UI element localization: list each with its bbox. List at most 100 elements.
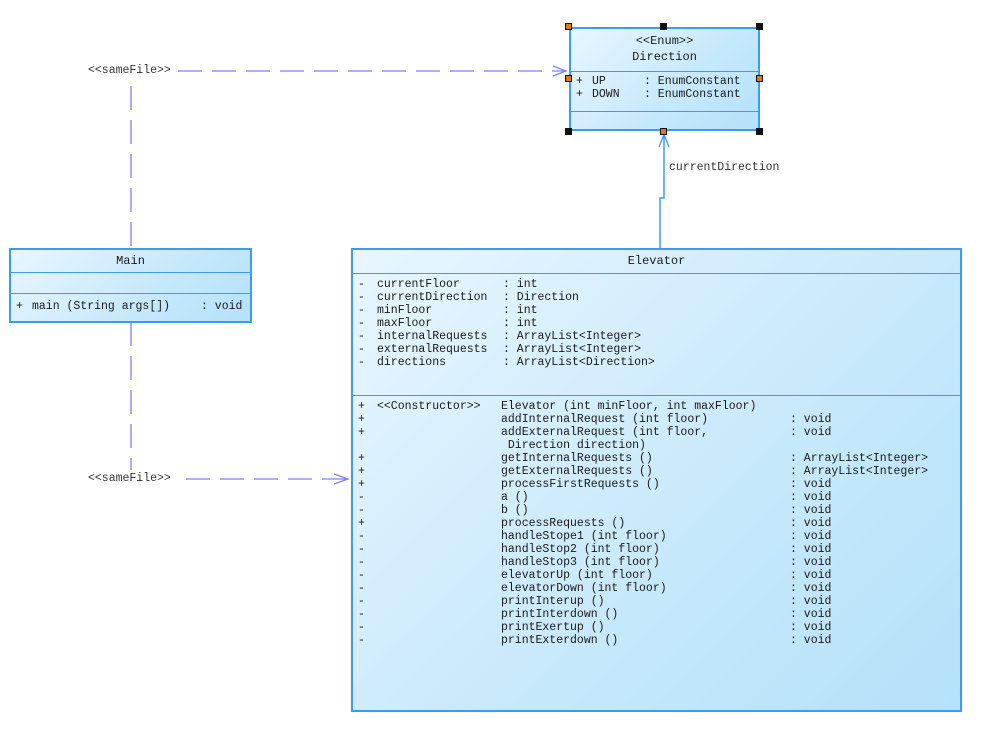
main-operations: + main (String args[]) : void: [11, 294, 250, 321]
operation-type: : void: [790, 543, 832, 556]
operation-signature: printExertup (): [501, 621, 605, 634]
visibility: +: [358, 465, 365, 478]
elevator-operation-row: -printInterup (): void: [353, 595, 960, 608]
elevator-operation-row: - elevatorUp (int floor) : void: [353, 569, 960, 582]
association-line[interactable]: [659, 134, 665, 248]
elevator-operation-row: - b () : void: [353, 504, 960, 517]
visibility: -: [358, 582, 365, 595]
visibility: -: [358, 317, 365, 330]
elevator-attribute-row: -minFloor: int: [353, 304, 960, 317]
visibility: -: [358, 608, 365, 621]
visibility: -: [358, 504, 365, 517]
operation-type: : void: [790, 491, 832, 504]
operation-signature: elevatorDown (int floor): [501, 582, 667, 595]
direction-name: Direction: [632, 50, 697, 64]
attribute-name: internalRequests: [377, 330, 488, 343]
operation-type: : void: [790, 608, 832, 621]
class-elevator[interactable]: Elevator -currentFloor: int-currentDirec…: [351, 248, 962, 712]
operation-type: : void: [790, 426, 832, 439]
operation-type: : void: [201, 300, 243, 313]
visibility: +: [358, 400, 365, 413]
dependency-arrowhead-top: [552, 65, 568, 77]
resize-handle-n[interactable]: [660, 23, 667, 30]
attribute-type: : Direction: [503, 291, 579, 304]
elevator-operation-row: +getInternalRequests (): ArrayList<Integ…: [353, 452, 960, 465]
visibility: -: [358, 278, 365, 291]
operation-signature: printInterup (): [501, 595, 605, 608]
operation-type: : void: [790, 530, 832, 543]
elevator-operation-row: Direction direction): [353, 439, 960, 452]
main-name: Main: [116, 254, 145, 268]
attribute-name: UP: [592, 75, 606, 88]
elevator-operation-row: +processFirstRequests (): void: [353, 478, 960, 491]
same-file-label-bottom: <<sameFile>>: [88, 472, 171, 485]
main-attributes: [11, 273, 250, 294]
attribute-type: : int: [503, 317, 538, 330]
visibility: -: [358, 543, 365, 556]
visibility: -: [358, 356, 365, 369]
visibility: +: [358, 413, 365, 426]
attribute-type: : ArrayList<Integer>: [503, 343, 642, 356]
operation-type: : void: [790, 634, 832, 647]
elevator-attribute-row: -currentFloor : int: [353, 278, 960, 291]
visibility: -: [358, 556, 365, 569]
visibility: +: [358, 452, 365, 465]
elevator-operation-row: -printExterdown (): void: [353, 634, 960, 647]
elevator-operation-row: -handleStop3 (int floor): void: [353, 556, 960, 569]
operation-signature: processFirstRequests (): [501, 478, 660, 491]
resize-handle-se[interactable]: [756, 128, 763, 135]
operation-stereotype: <<Constructor>>: [377, 400, 481, 413]
operation-type: : void: [790, 569, 832, 582]
attribute-type: : int: [503, 278, 538, 291]
elevator-operation-row: + processRequests () : void: [353, 517, 960, 530]
direction-attribute-row: + DOWN : EnumConstant: [571, 88, 758, 101]
visibility: +: [576, 88, 583, 101]
operation-type: : void: [790, 517, 832, 530]
resize-handle-ne[interactable]: [756, 23, 763, 30]
operation-signature: elevatorUp (int floor): [501, 569, 653, 582]
resize-handle-w[interactable]: [565, 75, 572, 82]
visibility: -: [358, 304, 365, 317]
elevator-operation-row: +addExternalRequest (int floor,: void: [353, 426, 960, 439]
attribute-name: maxFloor: [377, 317, 433, 330]
operation-signature: getExternalRequests (): [501, 465, 653, 478]
resize-handle-sw[interactable]: [565, 128, 572, 135]
attribute-name: directions: [377, 356, 447, 369]
operation-signature: processRequests (): [501, 517, 626, 530]
operation-type: : void: [790, 556, 832, 569]
operation-signature: handleStope1 (int floor): [501, 530, 667, 543]
operation-type: : void: [790, 413, 832, 426]
elevator-operation-row: - printInterdown () : void: [353, 608, 960, 621]
elevator-operation-row: -elevatorDown (int floor): void: [353, 582, 960, 595]
operation-signature: Elevator (int minFloor, int maxFloor): [501, 400, 757, 413]
visibility: -: [358, 569, 365, 582]
operation-signature: Direction direction): [501, 439, 646, 452]
elevator-operation-row: -a (): void: [353, 491, 960, 504]
attribute-name: minFloor: [377, 304, 433, 317]
attribute-name: currentFloor: [377, 278, 460, 291]
class-main[interactable]: Main + main (String args[]) : void: [9, 248, 252, 323]
operation-signature: addInternalRequest (int floor): [501, 413, 709, 426]
class-direction[interactable]: <<Enum>> Direction + UP : EnumConstant +…: [569, 27, 760, 131]
visibility: -: [358, 491, 365, 504]
resize-handle-e[interactable]: [756, 75, 763, 82]
visibility: -: [358, 595, 365, 608]
elevator-attribute-row: -internalRequests: ArrayList<Integer>: [353, 330, 960, 343]
same-file-label-top: <<sameFile>>: [88, 64, 171, 77]
resize-handle-s[interactable]: [660, 128, 667, 135]
dependency-arrowhead-bottom: [333, 473, 350, 485]
elevator-operations: + <<Constructor>> Elevator (int minFloor, …: [353, 396, 960, 647]
visibility: -: [358, 634, 365, 647]
operation-signature: printInterdown (): [501, 608, 619, 621]
operation-type: : void: [790, 478, 832, 491]
operation-signature: b (): [501, 504, 529, 517]
resize-handle-nw[interactable]: [565, 23, 572, 30]
direction-stereotype: <<Enum>>: [635, 34, 694, 48]
visibility: -: [358, 621, 365, 634]
elevator-operation-row: + addInternalRequest (int floor) : void: [353, 413, 960, 426]
operation-type: : void: [790, 504, 832, 517]
elevator-name: Elevator: [627, 254, 686, 268]
direction-attributes: + UP : EnumConstant + DOWN : EnumConstan…: [571, 72, 758, 112]
main-header: Main: [11, 250, 250, 273]
visibility: +: [358, 517, 365, 530]
